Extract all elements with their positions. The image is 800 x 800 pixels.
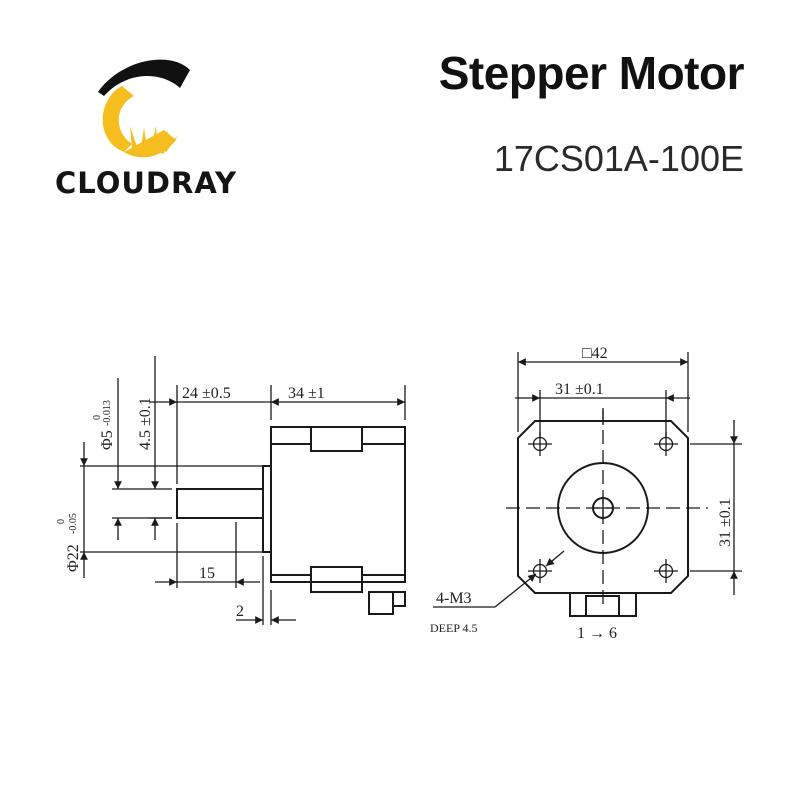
hole-spacing-v-label: 31 ±0.1 — [717, 498, 734, 547]
hole-spacing-h-label: 31 ±0.1 — [555, 381, 604, 398]
boss-tol-lower: -0.05 — [68, 513, 79, 534]
hole-depth-label: DEEP 4.5 — [430, 621, 478, 635]
logo-sun-c-icon — [102, 86, 134, 152]
flange-notch — [310, 566, 363, 593]
shaft-length-label: 24 ±0.5 — [182, 385, 231, 402]
shaft-tol-lower: -0.013 — [102, 400, 113, 426]
logo-mark-icon — [98, 59, 190, 158]
connector — [368, 591, 394, 615]
boss-tol-upper: 0 — [56, 519, 67, 524]
boss-height-label: 2 — [236, 603, 244, 620]
body-length-label: 34 ±1 — [288, 385, 325, 402]
connector-pins-label: 1 → 6 — [577, 625, 617, 642]
page-title: Stepper Motor — [438, 47, 745, 99]
model-number: 17CS01A-100E — [493, 138, 744, 179]
flat-length-label: 15 — [199, 565, 215, 582]
flat-depth-label: 4.5 ±0.1 — [137, 397, 154, 450]
mount-holes-label: 4-M3 — [436, 590, 472, 607]
brand-name: CLOUDRAY — [55, 166, 237, 200]
boss — [262, 465, 272, 553]
logo-arc-icon — [98, 59, 190, 96]
flange-size-label: □42 — [582, 345, 608, 362]
side-view — [80, 356, 406, 625]
flange-outline — [517, 420, 689, 594]
shaft-tol-upper: 0 — [92, 415, 103, 420]
shaft — [176, 488, 263, 519]
front-view — [433, 352, 742, 617]
shaft-diameter-label: Φ5 — [99, 430, 116, 450]
cloudray-logo — [40, 40, 260, 210]
boss-diameter-label: Φ22 — [65, 544, 82, 572]
